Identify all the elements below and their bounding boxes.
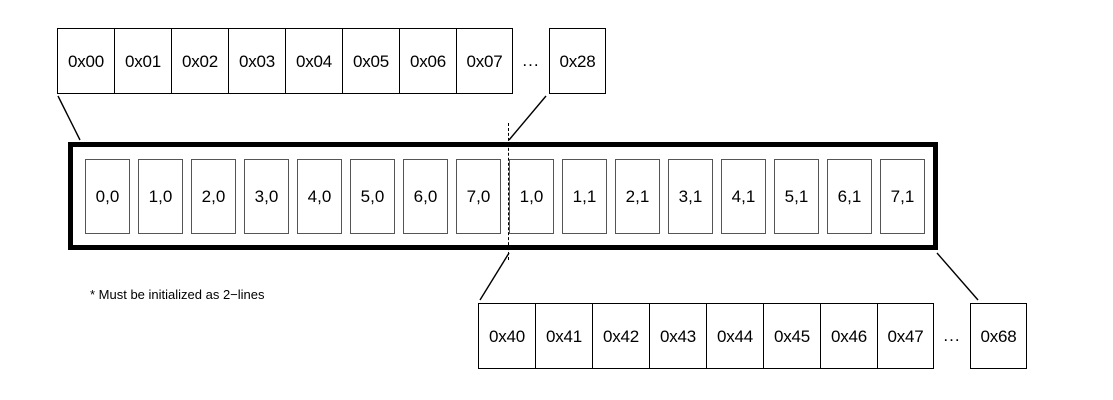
top-address-group: 0x00 0x01 0x02 0x03 0x04 0x05 0x06 0x07 [57, 28, 513, 94]
addr-cell: 0x47 [877, 303, 934, 369]
buffer-word-cell: 2,0 [191, 158, 236, 234]
addr-cell: 0x42 [592, 303, 649, 369]
connector-top-left [57, 95, 81, 141]
buffer-word-cell: 6,1 [827, 158, 872, 234]
addr-cell: 0x45 [763, 303, 820, 369]
addr-cell: 0x05 [342, 28, 399, 94]
buffer-word-cell: 3,0 [244, 158, 289, 234]
connector-bottom-right [936, 252, 979, 301]
addr-cell: 0x00 [57, 28, 114, 94]
buffer-word-cell: 3,1 [668, 158, 713, 234]
bottom-address-group: 0x40 0x41 0x42 0x43 0x44 0x45 0x46 0x47 [478, 303, 934, 369]
addr-cell: 0x04 [285, 28, 342, 94]
buffer-word-cell: 1,0 [509, 158, 554, 234]
buffer-word-cell: 7,1 [880, 158, 925, 234]
buffer-word-cell: 4,0 [297, 158, 342, 234]
buffer-word-cell: 5,1 [774, 158, 819, 234]
addr-cell: 0x02 [171, 28, 228, 94]
buffer-word-cell: 7,0 [456, 158, 501, 234]
connector-top-right [508, 95, 547, 141]
buffer-word-cell: 2,1 [615, 158, 660, 234]
addr-cell: 0x03 [228, 28, 285, 94]
buffer-word-cell: 0,0 [85, 158, 130, 234]
addr-cell: 0x46 [820, 303, 877, 369]
top-row-tail-cell: 0x28 [549, 28, 606, 94]
addr-cell: 0x01 [114, 28, 171, 94]
two-line-buffer: 0,0 1,0 2,0 3,0 4,0 5,0 6,0 7,0 1,0 1,1 … [68, 142, 938, 250]
bottom-row-tail-cell: 0x68 [970, 303, 1027, 369]
bottom-row-ellipsis: ... [943, 326, 961, 345]
addr-cell: 0x06 [399, 28, 456, 94]
footnote-text: * Must be initialized as 2−lines [90, 287, 265, 302]
line-split-divider [508, 123, 509, 260]
addr-cell: 0x44 [706, 303, 763, 369]
addr-cell: 0x43 [649, 303, 706, 369]
addr-cell: 0x07 [456, 28, 513, 94]
buffer-word-cell: 6,0 [403, 158, 448, 234]
addr-cell: 0x41 [535, 303, 592, 369]
top-row-ellipsis: ... [522, 51, 540, 70]
top-address-row: 0x00 0x01 0x02 0x03 0x04 0x05 0x06 0x07 … [57, 28, 606, 94]
buffer-word-cell: 5,0 [350, 158, 395, 234]
bottom-address-row: 0x40 0x41 0x42 0x43 0x44 0x45 0x46 0x47 … [478, 303, 1027, 369]
buffer-word-cell: 4,1 [721, 158, 766, 234]
buffer-word-cell: 1,0 [138, 158, 183, 234]
addr-cell: 0x40 [478, 303, 535, 369]
buffer-word-cell: 1,1 [562, 158, 607, 234]
connector-bottom-left [479, 252, 510, 301]
